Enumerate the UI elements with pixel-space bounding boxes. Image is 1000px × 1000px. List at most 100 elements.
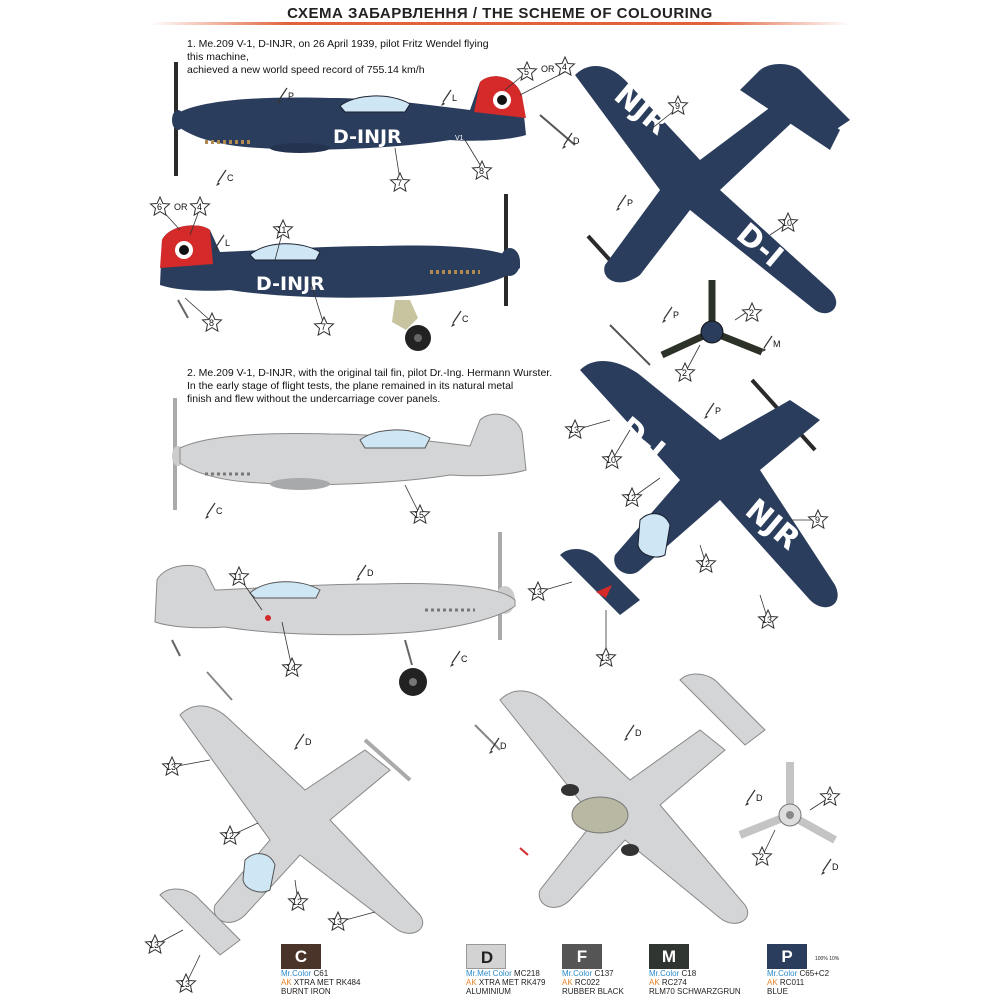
brand-label: Mr.Color — [281, 969, 312, 978]
swatch-code: D — [480, 948, 494, 967]
swatch-C: C — [281, 944, 321, 969]
top-view-metal — [159, 671, 423, 956]
callout-C: C — [461, 654, 468, 664]
callout-13: 13 — [180, 979, 190, 989]
callout-8: 8 — [209, 318, 214, 328]
callout-2: 2 — [759, 852, 764, 862]
swatch-M: M — [649, 944, 689, 969]
paint-name: BLUE — [767, 987, 788, 996]
legend-item-burnt-iron: C Mr.Color C61 AK XTRA MET RK484 BURNT I… — [281, 944, 360, 996]
paint-code: MC218 — [514, 969, 540, 978]
paint-code: RC011 — [779, 978, 805, 987]
brush-icon — [440, 89, 452, 107]
fuselage — [180, 76, 526, 150]
scheme-2-caption: 2. Me.209 V-1, D-INJR, with the original… — [187, 367, 577, 406]
brand-label: AK — [767, 978, 778, 987]
callout-D: D — [367, 568, 374, 578]
callout-4: 4 — [197, 202, 202, 212]
paint-code: XTRA MET RK484 — [293, 978, 361, 987]
fuselage-registration: D-INJR — [256, 273, 325, 295]
brush-icon — [450, 310, 462, 328]
fuselage — [179, 413, 527, 486]
callout-9: 9 — [675, 101, 680, 111]
swatch-code: M — [661, 947, 677, 966]
scheme-1-caption-line-1: 1. Me.209 V-1, D-INJR, on 26 April 1939,… — [187, 38, 489, 63]
callout-13: 13 — [569, 425, 579, 435]
callout-7: 7 — [397, 178, 402, 188]
ratio-a: 100% — [815, 956, 828, 962]
callout-C: C — [216, 506, 223, 516]
callout-C: C — [227, 173, 234, 183]
canopy — [339, 95, 411, 113]
swatch-P: P — [767, 944, 807, 969]
scheme-2-caption-line-1: 2. Me.209 V-1, D-INJR, with the original… — [187, 367, 553, 379]
callout-L: L — [225, 238, 230, 248]
brush-icon — [820, 858, 832, 876]
brush-icon — [615, 194, 627, 212]
legend-item-aluminium: D Mr.Met Color MC218 AK XTRA MET RK479 A… — [466, 944, 545, 996]
brush-icon — [661, 306, 673, 324]
fuselage — [154, 564, 516, 636]
callout-D: D — [832, 862, 839, 872]
callout-2: 2 — [749, 308, 754, 318]
propeller-front-dark — [660, 280, 764, 359]
callout-13: 13 — [166, 762, 176, 772]
scheme-2-caption-line-2: In the early stage of flight tests, the … — [187, 380, 514, 392]
callout-11: 11 — [233, 572, 242, 582]
callout-P: P — [627, 198, 633, 208]
header: СХЕМА ЗАБАРВЛЕННЯ / THE SCHEME OF COLOUR… — [0, 0, 1000, 26]
callout-12: 12 — [626, 493, 636, 503]
brand-label: AK — [562, 978, 573, 987]
fuselage-registration: D-INJR — [333, 126, 402, 148]
legend-item-blue: P 100% 10% Mr.Color C65+C2 AK RC011 BLUE — [767, 944, 839, 996]
callout-2: 2 — [682, 368, 687, 378]
callout-5: 5 — [524, 67, 529, 77]
callout-11: 11 — [277, 225, 286, 235]
legend-item-rlm70: M Mr.Color C18 AK RC274 RLM70 SCHWARZGRU… — [649, 944, 741, 996]
paint-name: RLM70 SCHWARZGRUN — [649, 987, 741, 996]
page-title: СХЕМА ЗАБАРВЛЕННЯ / THE SCHEME OF COLOUR… — [287, 5, 713, 22]
swatch-code: P — [781, 947, 793, 966]
paint-code: XTRA MET RK479 — [478, 978, 546, 987]
swatch-code: F — [576, 947, 588, 966]
brush-icon — [623, 724, 635, 742]
propeller-front-metal — [738, 762, 837, 844]
callout-D: D — [635, 728, 642, 738]
callout-13: 13 — [149, 940, 159, 950]
swatch-D: D — [466, 944, 506, 969]
brush-icon — [293, 733, 305, 751]
bottom-view-metal — [474, 673, 766, 924]
brush-icon — [744, 789, 756, 807]
paint-code: C65+C2 — [799, 969, 830, 978]
swatch-code: C — [294, 947, 308, 966]
callout-D: D — [573, 136, 580, 146]
callout-2: 2 — [827, 792, 832, 802]
v1-marking: V1 — [455, 135, 464, 142]
callout-13: 13 — [762, 615, 772, 625]
paint-name: BURNT IRON — [281, 987, 331, 996]
top-view-blue: NJR D-I — [539, 64, 850, 314]
scheme-2-caption-line-3: finish and flew without the undercarriag… — [187, 393, 441, 405]
callout-brushes: P L C D P L C P M P C D C D D D D D — [204, 87, 839, 876]
brand-label: Mr.Color — [767, 969, 798, 978]
paint-code: C137 — [594, 969, 614, 978]
paint-code: RC274 — [661, 978, 687, 987]
swatch-F: F — [562, 944, 602, 969]
side-view-metal-right — [154, 532, 516, 696]
or-label: OR — [541, 64, 555, 74]
fuselage — [160, 225, 520, 298]
ratio-b: 10% — [829, 956, 840, 962]
callout-7: 7 — [321, 322, 326, 332]
callout-15: 15 — [414, 510, 424, 520]
side-view-blue-left: D-INJR V1 — [172, 62, 526, 176]
paint-code: RC022 — [574, 978, 600, 987]
callout-10: 10 — [606, 455, 616, 465]
callout-L: L — [452, 93, 457, 103]
bottom-view-blue: D-I NJR — [560, 324, 838, 615]
callout-P: P — [288, 91, 294, 101]
brand-label: AK — [281, 978, 292, 987]
brand-label: Mr.Color — [562, 969, 593, 978]
side-view-blue-right: D-INJR — [160, 194, 520, 351]
or-label: OR — [174, 202, 188, 212]
